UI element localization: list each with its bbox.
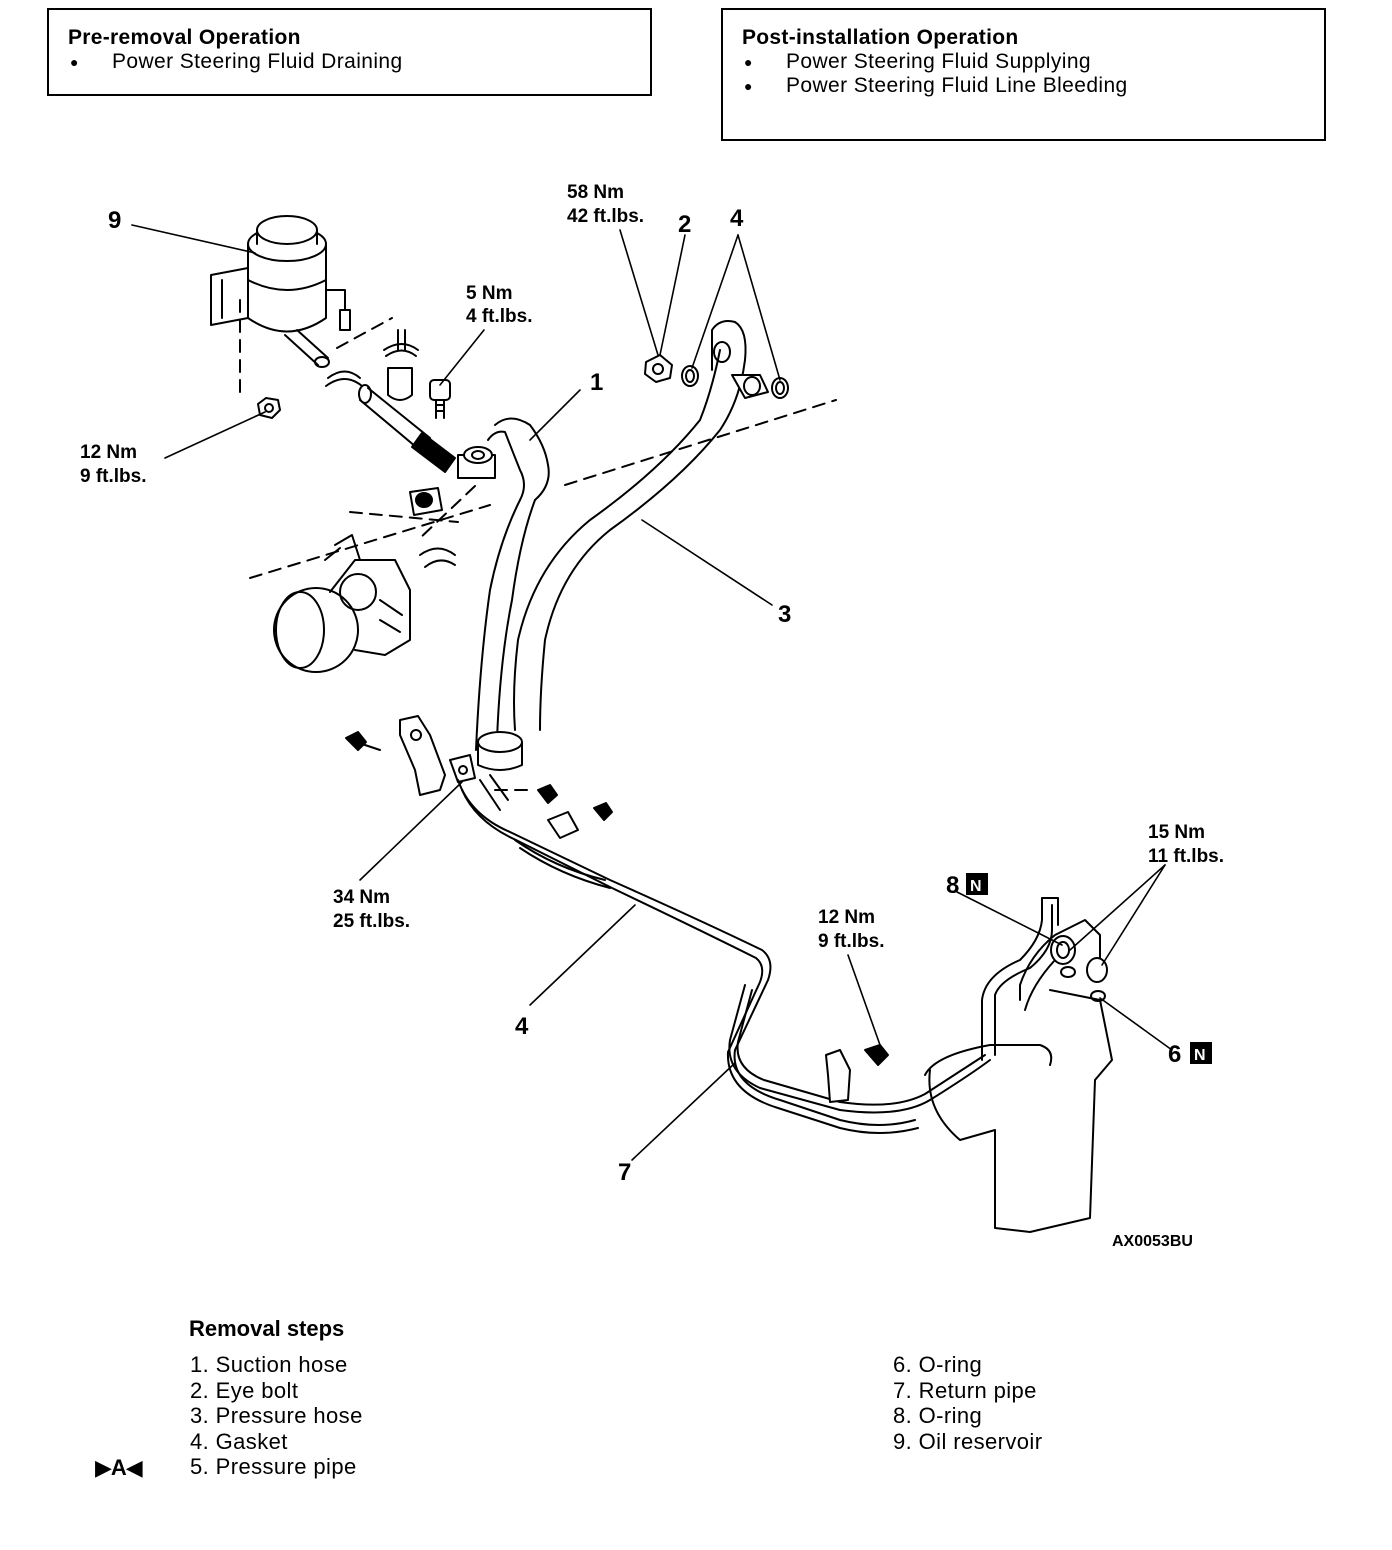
new-part-badge-6-text: N: [1194, 1047, 1206, 1064]
suction-pipe-drawing: [358, 384, 456, 473]
removal-steps-title: Removal steps: [189, 1316, 345, 1341]
removal-step: 5. Pressure pipe: [190, 1454, 357, 1479]
pipe-lines: [457, 779, 991, 1134]
pre-removal-item: Power Steering Fluid Draining: [68, 50, 650, 74]
pipe-clip: [825, 1044, 889, 1103]
figure-code: AX0053BU: [1112, 1233, 1193, 1250]
pre-removal-box: Pre-removal Operation Power Steering Flu…: [47, 8, 652, 96]
label-9: 9: [108, 207, 121, 234]
post-installation-box: Post-installation Operation Power Steeri…: [721, 8, 1326, 141]
pressure-hose-drawing: [477, 320, 769, 771]
torque-34nm: 34 Nm: [333, 887, 390, 908]
suction-hose-drawing: [457, 417, 550, 751]
post-installation-title: Post-installation Operation: [742, 26, 1019, 49]
removal-step: 3. Pressure hose: [190, 1403, 363, 1428]
new-part-badge-6: [1190, 1042, 1212, 1064]
removal-step: 1. Suction hose: [190, 1352, 348, 1377]
removal-step: 2. Eye bolt: [190, 1377, 299, 1403]
removal-step: 7. Return pipe: [893, 1377, 1037, 1403]
removal-step: 6. O-ring: [893, 1352, 983, 1377]
torque-25ftlbs: 25 ft.lbs.: [333, 911, 410, 932]
post-installation-item: Power Steering Fluid Supplying: [742, 50, 1324, 74]
pump-drawing: [273, 534, 411, 673]
post-installation-list: Power Steering Fluid Supplying Power Ste…: [742, 50, 1324, 98]
removal-step: 8. O-ring: [893, 1403, 983, 1428]
removal-steps-left: 1. Suction hose 2. Eye bolt 3. Pressure …: [190, 1352, 363, 1480]
label-2: 2: [678, 211, 691, 238]
bracket-bolts: [345, 731, 613, 839]
label-7: 7: [618, 1159, 631, 1186]
torque-15nm: 15 Nm: [1148, 822, 1205, 843]
new-part-badge-8: [966, 873, 988, 895]
torque-9ftlbs-b: 9 ft.lbs.: [818, 931, 885, 952]
torque-12nm-a: 12 Nm: [80, 442, 137, 463]
removal-steps-right: 6. O-ring 7. Return pipe 8. O-ring 9. Oi…: [893, 1352, 1042, 1454]
torque-42ftlbs: 42 ft.lbs.: [567, 206, 644, 227]
label-4-mid: 4: [515, 1013, 529, 1040]
label-1: 1: [590, 369, 603, 396]
torque-5nm: 5 Nm: [466, 283, 512, 304]
torque-12nm-b: 12 Nm: [818, 907, 875, 928]
leader-lines: [131, 224, 1173, 1161]
removal-step: 4. Gasket: [190, 1428, 288, 1454]
torque-4ftlbs: 4 ft.lbs.: [466, 306, 533, 327]
pre-removal-title: Pre-removal Operation: [68, 26, 301, 49]
label-4-top: 4: [730, 205, 744, 232]
label-8: 8: [946, 872, 959, 899]
nut-12nm: [257, 397, 281, 419]
bolt-5nm: [429, 379, 451, 419]
pipe-bracket: [399, 715, 476, 796]
label-3: 3: [778, 601, 791, 628]
service-point-marker: ▶A◀: [95, 1455, 143, 1480]
pre-removal-list: Power Steering Fluid Draining: [68, 50, 650, 74]
label-6: 6: [1168, 1041, 1181, 1068]
new-part-badge-8-text: N: [970, 878, 982, 895]
hose-clamps: [325, 329, 456, 568]
post-installation-item: Power Steering Fluid Line Bleeding: [742, 74, 1324, 98]
torque-58nm: 58 Nm: [567, 182, 624, 203]
torque-11ftlbs: 11 ft.lbs.: [1148, 846, 1224, 867]
steering-gearbox: [924, 897, 1113, 1233]
alignment-lines: [239, 299, 837, 791]
torque-9ftlbs-a: 9 ft.lbs.: [80, 466, 147, 487]
removal-step: 9. Oil reservoir: [893, 1428, 1043, 1454]
oil-reservoir-drawing: [210, 215, 351, 368]
power-steering-exploded-diagram: 9 1 2 4 3 4 7 8 N 6 N 58 Nm 42 ft.lbs. 5…: [80, 182, 1224, 1250]
rubber-mount: [409, 487, 443, 516]
